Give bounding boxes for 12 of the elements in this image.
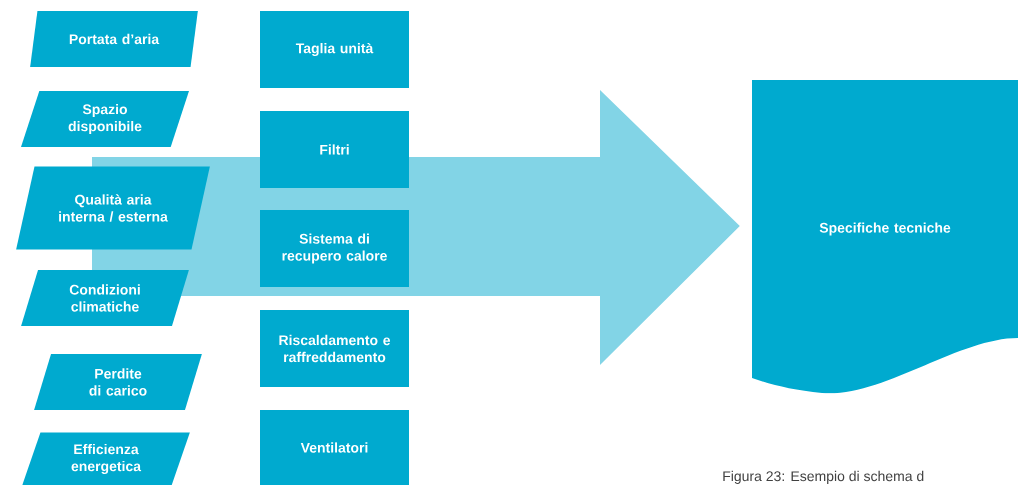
figure-caption: Figura 23: Esempio di schema d	[723, 470, 924, 484]
input-parallelogram: Portata d’aria	[30, 11, 198, 67]
input-parallelogram: Condizioni climatiche	[21, 270, 189, 326]
component-box: Riscaldamento e raffreddamento	[260, 310, 409, 387]
component-box: Taglia unità	[260, 11, 409, 88]
component-box: Sistema di recupero calore	[260, 210, 409, 287]
input-parallelogram: Spazio disponibile	[21, 91, 189, 147]
input-parallelogram: Efficienza energetica	[22, 432, 190, 485]
component-box: Ventilatori	[260, 410, 409, 485]
input-parallelogram: Perdite di carico	[34, 354, 202, 410]
component-box: Filtri	[260, 111, 409, 188]
input-parallelogram: Qualità aria interna / esterna	[16, 166, 210, 250]
